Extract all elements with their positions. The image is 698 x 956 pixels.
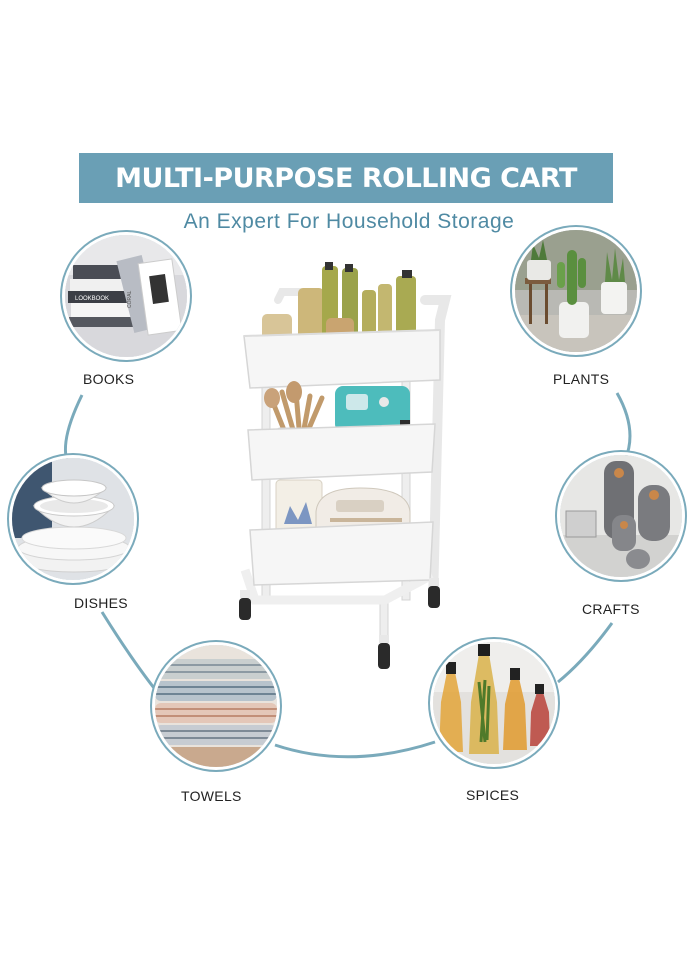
book-spine-text: LOOKBOOK bbox=[75, 296, 109, 302]
dishes-label: DISHES bbox=[74, 595, 128, 611]
crafts-photo bbox=[560, 455, 682, 577]
books-photo: LOOKBOOK CORAL bbox=[65, 235, 187, 357]
book-spine-text-2: CORAL bbox=[127, 291, 133, 308]
towels-photo bbox=[155, 645, 277, 767]
spices-photo bbox=[433, 642, 555, 764]
subtitle: An Expert For Household Storage bbox=[183, 210, 515, 233]
crafts-label: CRAFTS bbox=[582, 601, 640, 617]
banner-title: MULTI-PURPOSE ROLLING CART bbox=[115, 162, 577, 194]
title-banner: MULTI-PURPOSE ROLLING CART bbox=[79, 153, 613, 203]
dishes-photo bbox=[12, 458, 134, 580]
towels-label: TOWELS bbox=[181, 788, 242, 804]
spices-label: SPICES bbox=[466, 787, 520, 803]
books-label: BOOKS bbox=[83, 371, 135, 387]
plants-label: PLANTS bbox=[553, 371, 610, 387]
plants-photo bbox=[515, 230, 637, 352]
